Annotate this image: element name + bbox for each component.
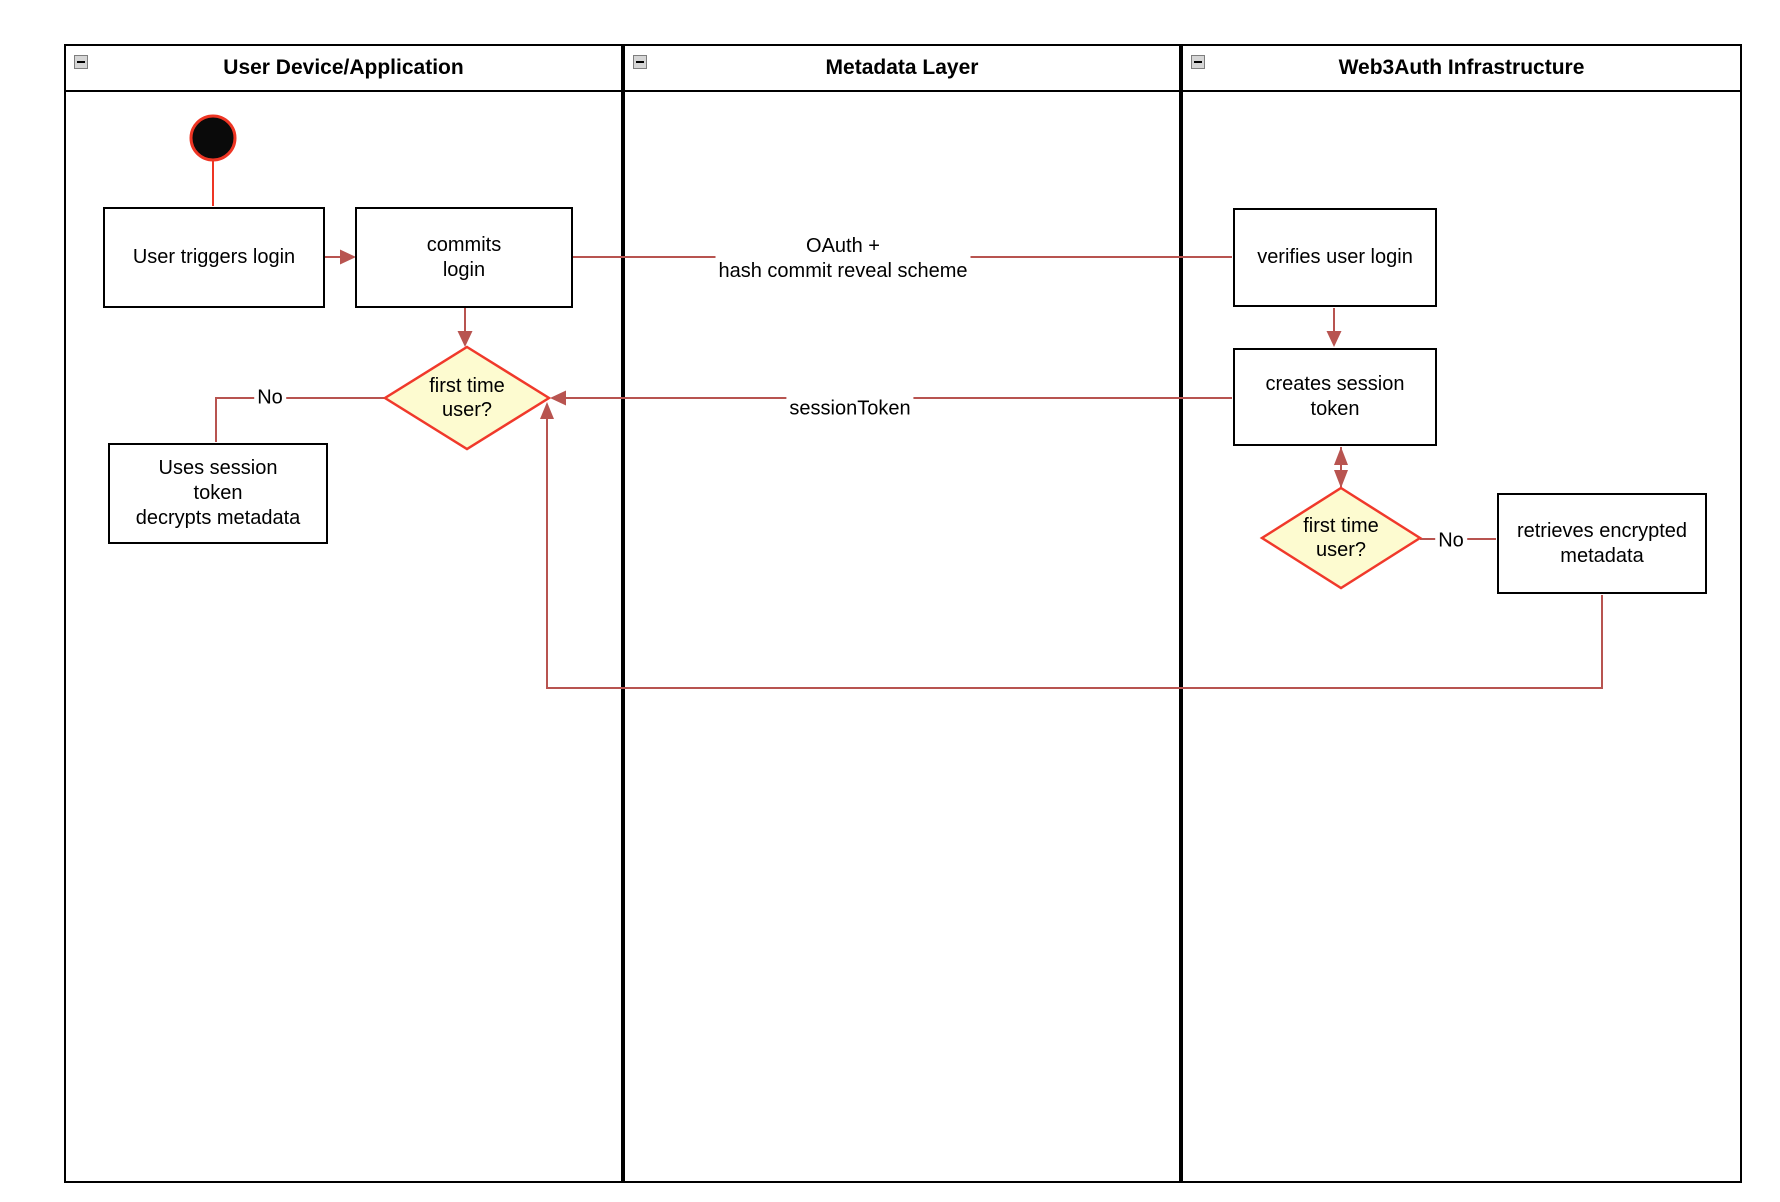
minus-icon	[1194, 61, 1202, 63]
minus-icon	[636, 61, 644, 63]
lane-title-metadata-layer: Metadata Layer	[825, 56, 979, 79]
node-verifies-user-login[interactable]: verifies user login	[1233, 208, 1437, 307]
node-creates-session-token[interactable]: creates session token	[1233, 348, 1437, 446]
edge-label-no-infra: No	[1435, 528, 1467, 554]
node-user-triggers-login[interactable]: User triggers login	[103, 207, 325, 308]
lane-title-user-device: User Device/Application	[223, 56, 464, 79]
decision-label-first-time-user-device: first time user?	[429, 375, 505, 421]
lane-web3auth-infra-header: Web3Auth Infrastructure	[1183, 46, 1740, 92]
decision-label-first-time-user-infra: first time user?	[1303, 515, 1379, 561]
minus-icon	[77, 61, 85, 63]
collapse-lane-button[interactable]	[1191, 55, 1205, 69]
node-commits-login[interactable]: commits login	[355, 207, 573, 308]
edge-label-session-token: sessionToken	[786, 396, 914, 422]
lane-metadata-layer-header: Metadata Layer	[625, 46, 1179, 92]
node-uses-session-token[interactable]: Uses session token decrypts metadata	[108, 443, 328, 544]
collapse-lane-button[interactable]	[633, 55, 647, 69]
node-retrieves-encrypted-metadata[interactable]: retrieves encrypted metadata	[1497, 493, 1707, 594]
edge-label-no-device: No	[254, 385, 286, 411]
edge-label-oauth: OAuth + hash commit reveal scheme	[715, 234, 971, 284]
lane-title-web3auth-infra: Web3Auth Infrastructure	[1338, 56, 1585, 79]
collapse-lane-button[interactable]	[74, 55, 88, 69]
lane-user-device-header: User Device/Application	[66, 46, 621, 92]
lane-metadata-layer: Metadata Layer	[623, 44, 1181, 1183]
